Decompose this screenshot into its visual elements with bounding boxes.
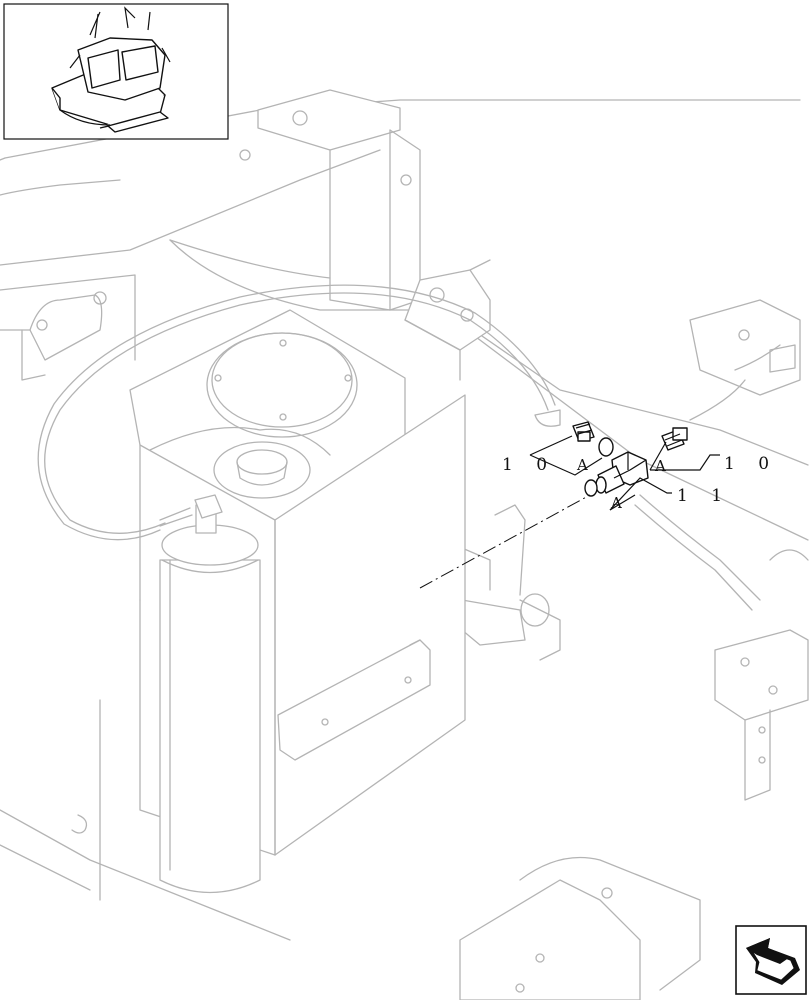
fitting-10-left [572, 421, 595, 442]
machine-overview-icon [51, 6, 171, 133]
fitting-10-right [661, 427, 688, 451]
filter-cylinder [159, 494, 261, 894]
thumbnail-inset [3, 3, 229, 140]
center-line [419, 494, 591, 589]
callout-labels: 1 0 A 1 0 A 1 1 A [502, 454, 778, 512]
callout-right-10-letter: A [654, 457, 666, 475]
machine-frame-structure [0, 89, 809, 1000]
o-ring-lower [584, 479, 598, 497]
highlighted-fittings [419, 421, 688, 589]
o-ring-upper [598, 437, 614, 457]
callout-center-11-number: 1 1 [677, 486, 731, 506]
view-direction-arrow-icon[interactable] [735, 925, 807, 995]
callout-center-11-letter: A [610, 494, 622, 512]
hose-lines [37, 239, 761, 611]
hydraulic-tank [129, 309, 466, 856]
callout-leaders [529, 435, 720, 511]
callout-left-10-number: 1 0 [502, 455, 556, 475]
switch-11 [595, 451, 649, 494]
callout-left-10-letter: A [576, 456, 588, 474]
callout-right-10-number: 1 0 [724, 454, 778, 474]
